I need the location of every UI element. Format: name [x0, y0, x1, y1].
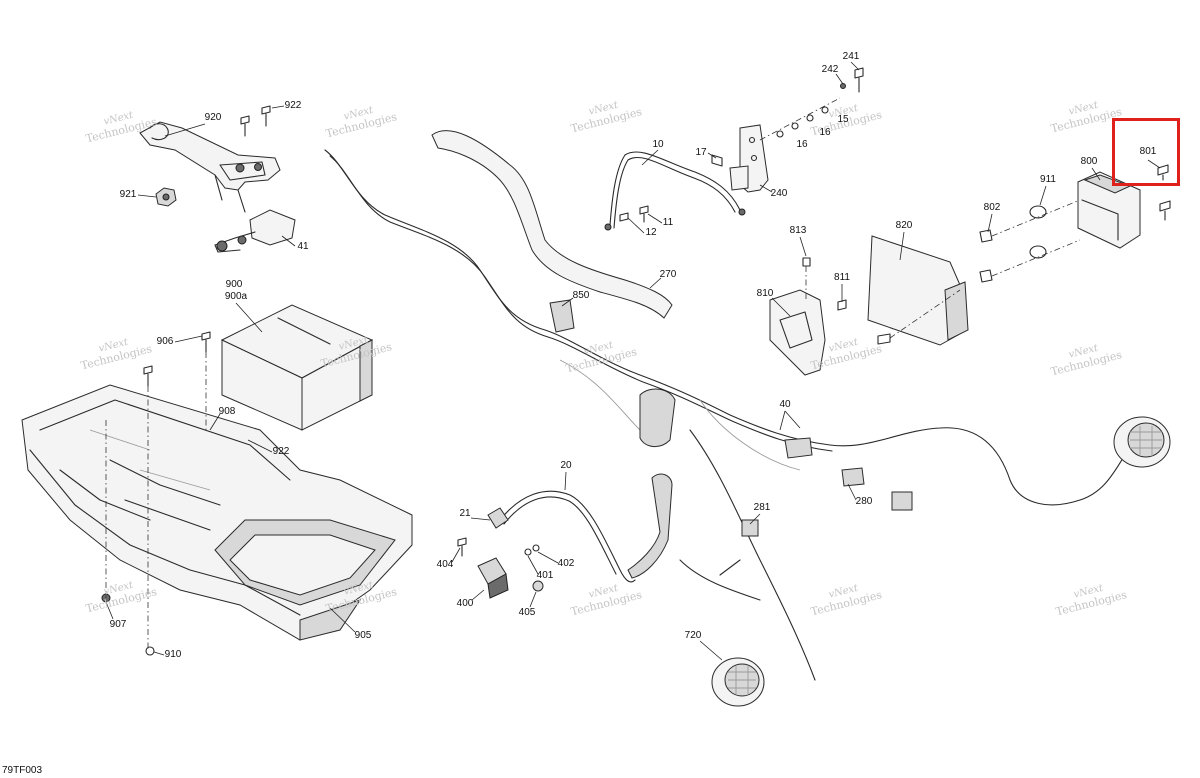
callout-720: 720: [684, 630, 702, 641]
callout-241: 241: [842, 51, 860, 62]
callout-801: 801: [1139, 146, 1157, 157]
part-810-bracket: [769, 257, 847, 376]
callout-17: 17: [695, 147, 707, 158]
part-light-right: [1113, 416, 1171, 468]
part-801-screw: [1157, 164, 1171, 221]
callout-11: 11: [662, 217, 674, 228]
callout-922: 922: [272, 446, 290, 457]
part-270-hose: [431, 130, 673, 319]
callout-813: 813: [789, 225, 807, 236]
callout-900: 900: [225, 279, 243, 290]
part-240-bracket: [711, 124, 769, 193]
callout-12: 12: [645, 227, 657, 238]
callout-921: 921: [119, 189, 137, 200]
callout-404: 404: [436, 559, 454, 570]
callout-820: 820: [895, 220, 913, 231]
callout-41: 41: [297, 241, 309, 252]
callout-40: 40: [779, 399, 791, 410]
callout-920: 920: [204, 112, 222, 123]
callout-810: 810: [756, 288, 774, 299]
callout-240: 240: [770, 188, 788, 199]
part-900-battery: [220, 304, 374, 431]
callout-800: 800: [1080, 156, 1098, 167]
callout-402: 402: [557, 558, 575, 569]
callout-16: 16: [796, 139, 808, 150]
part-10-cable: [604, 151, 746, 231]
callout-270: 270: [659, 269, 677, 280]
callout-910: 910: [164, 649, 182, 660]
callout-15: 15: [837, 114, 849, 125]
part-20-cable: [487, 473, 673, 583]
part-920-battery-bracket: [139, 121, 281, 213]
callout-850: 850: [572, 290, 590, 301]
callout-405: 405: [518, 607, 536, 618]
callout-900a: 900a: [224, 291, 248, 302]
highlight-box-part-801: [1112, 118, 1180, 186]
part-40-wiring-harness: [324, 149, 1126, 681]
callout-401: 401: [536, 570, 554, 581]
callout-280: 280: [855, 496, 873, 507]
callout-16: 16: [819, 127, 831, 138]
part-905-battery-tray: [21, 384, 413, 641]
callout-907: 907: [109, 619, 127, 630]
figure-code: 79TF003: [2, 765, 43, 776]
callout-20: 20: [560, 460, 572, 471]
callout-281: 281: [753, 502, 771, 513]
callout-802: 802: [983, 202, 1001, 213]
callout-400: 400: [456, 598, 474, 609]
part-41-cover: [214, 209, 296, 253]
leader-lines: [105, 61, 1161, 661]
callout-922: 922: [284, 100, 302, 111]
callout-242: 242: [821, 64, 839, 75]
callout-811: 811: [834, 272, 850, 283]
part-800-control-module: [1077, 171, 1141, 249]
callout-911: 911: [1040, 174, 1056, 185]
part-906-screw: [143, 331, 211, 387]
callout-908: 908: [218, 406, 236, 417]
part-922-screw: [240, 105, 271, 137]
callout-10: 10: [652, 139, 664, 150]
part-820-module-plate: [867, 235, 969, 346]
part-400-relay: [457, 537, 544, 599]
callout-906: 906: [156, 336, 174, 347]
callout-905: 905: [354, 630, 372, 641]
part-11-12-fasteners: [619, 205, 649, 223]
part-241-242-fasteners: [759, 67, 864, 141]
callout-21: 21: [459, 508, 471, 519]
part-720-light-front: [711, 657, 765, 707]
part-802-911-fasteners: [979, 199, 1081, 283]
part-921-nut: [155, 187, 177, 207]
